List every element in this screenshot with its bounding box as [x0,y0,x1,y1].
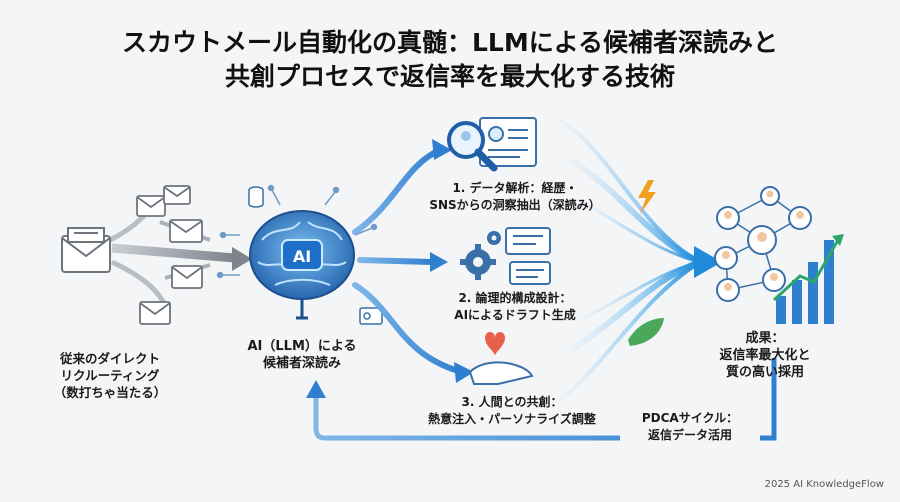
bar-chart-icon [772,234,844,324]
step-3-line-2: 熱意注入・パーソナライズ調整 [428,412,596,426]
result-line-1: 成果： [745,331,785,346]
magnifier-icon [447,121,498,172]
ai-line-2: 候補者深読み [262,356,341,371]
traditional-line-2: リクルーティング [60,368,160,383]
gear-icon [460,231,501,280]
pdca-line-1: PDCAサイクル： [641,411,739,425]
chat-icon [505,227,551,285]
lightning-icon [638,180,656,214]
arrow-head-3 [454,362,474,383]
title-line-1: スカウトメール自動化の真髄：LLMによる候補者深読みと [122,28,778,57]
footer-credit: 2025 AI KnowledgeFlow [764,479,884,490]
pdca-loop [313,358,777,441]
profile-card-icon [359,307,383,325]
step-1-label: 1. データ解析：経歴・ SNSからの洞察抽出（深読み） [420,180,610,214]
profile-card-icon [479,117,537,167]
step-arrows [352,147,465,375]
title-line-2: 共創プロセスで返信率を最大化する技術 [224,62,675,91]
pdca-arrow-head [306,380,326,398]
envelope-icon [61,227,111,273]
gray-arrows [108,198,252,307]
traditional-line-1: 従来のダイレクト [59,351,160,366]
step-2-line-2: AIによるドラフト生成 [454,308,576,322]
step-2-line-1: 2. 論理的構成設計： [458,291,572,305]
arrow-head-2 [430,252,448,272]
heart-hand-icon [468,332,534,385]
step-1-line-2: SNSからの洞察抽出（深読み） [429,198,601,212]
leaf-icon [628,318,664,346]
step-3-line-1: 3. 人間との共創： [461,395,563,409]
result-line-3: 質の高い採用 [725,365,804,380]
circuit-lines [216,184,378,279]
traditional-label: 従来のダイレクト リクルーティング （数打ちゃ当たる） [40,350,180,401]
ai-badge: AI [293,247,311,266]
arrow-head-1 [432,139,452,160]
step-2-label: 2. 論理的構成設計： AIによるドラフト生成 [420,290,610,324]
page-title: スカウトメール自動化の真髄：LLMによる候補者深読みと 共創プロセスで返信率を最… [0,26,900,94]
network-icon [714,186,812,302]
ai-line-1: AI（LLM）による [247,339,357,354]
result-arrow-head [694,246,722,278]
result-label: 成果： 返信率最大化と 質の高い採用 [700,330,830,381]
database-icon [248,186,264,208]
brain-icon [249,210,355,320]
ai-label: AI（LLM）による 候補者深読み [232,338,372,372]
pdca-line-2: 返信データ活用 [647,428,732,442]
step-1-line-1: 1. データ解析：経歴・ [452,181,578,195]
envelope-icon [136,185,203,325]
traditional-line-3: （数打ちゃ当たる） [53,385,167,400]
light-stream [558,118,702,402]
step-3-label: 3. 人間との共創： 熱意注入・パーソナライズ調整 [412,394,612,428]
result-line-2: 返信率最大化と [719,348,811,363]
pdca-label: PDCAサイクル： 返信データ活用 [620,410,760,444]
